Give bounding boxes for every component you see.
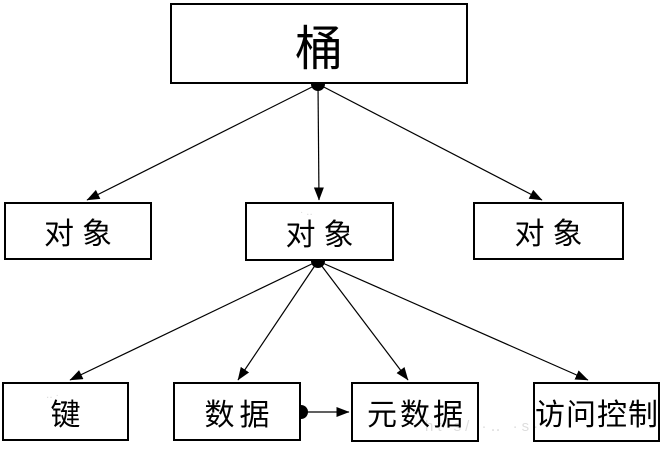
node-object-left: 对象 xyxy=(4,202,152,260)
node-object-middle-label: 对象 xyxy=(285,218,362,252)
node-object-right: 对象 xyxy=(473,202,624,260)
edge-bucket-to-object-left xyxy=(86,83,319,201)
node-metadata: 元数据 xyxy=(351,382,479,442)
edge-bucket-to-object-right xyxy=(317,83,543,201)
node-bucket: 桶 xyxy=(170,3,468,84)
node-object-middle: 对象 xyxy=(245,202,394,261)
node-access-control-label: 访问控制 xyxy=(535,399,659,432)
node-key: 键 xyxy=(2,382,129,441)
node-data-label: 数据 xyxy=(204,398,275,432)
edge-object-to-access-control xyxy=(317,260,589,381)
edge-object-to-key xyxy=(69,260,319,381)
edge-object-to-metadata xyxy=(317,260,409,381)
node-bucket-label: 桶 xyxy=(294,22,343,76)
edge-bucket-to-object-middle xyxy=(313,83,324,201)
node-access-control: 访问控制 xyxy=(533,382,660,442)
node-metadata-label: 元数据 xyxy=(367,399,466,432)
node-key-label: 键 xyxy=(50,398,81,432)
node-data: 数据 xyxy=(173,382,301,441)
edge-object-to-data xyxy=(237,260,319,381)
node-object-left-label: 对象 xyxy=(44,218,120,251)
node-object-right-label: 对象 xyxy=(514,218,591,251)
